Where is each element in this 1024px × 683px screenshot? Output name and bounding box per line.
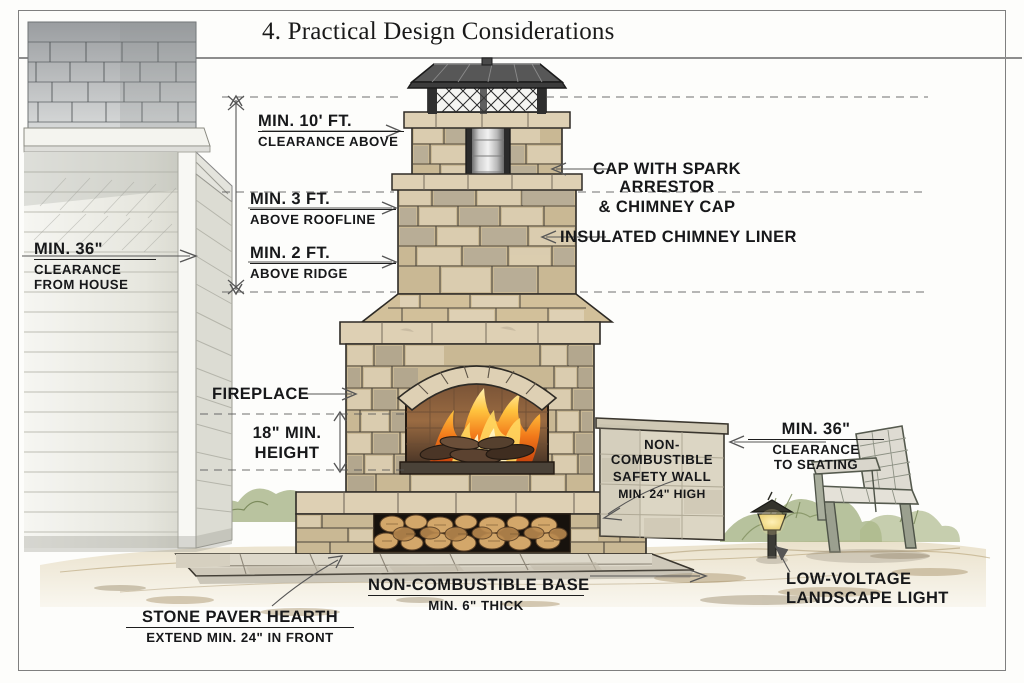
clearance-from-house-line2: Clearance [34, 262, 122, 278]
stone-paver-hearth-line2: extend Min. 24" in Front [146, 630, 334, 646]
non-combustible-base-line1: Non-Combustible Base [368, 576, 589, 597]
fire-logs [419, 436, 535, 464]
annotation-non-combustible-base: Non-Combustible Base Min. 6" thick [368, 576, 589, 614]
clearance-from-house-line1: Min. 36" [34, 240, 156, 261]
above-roofline-line2: Above Roofline [250, 212, 376, 228]
stacked-firewood [373, 514, 568, 552]
non-combustible-base-line2: Min. 6" thick [428, 598, 524, 614]
above-ridge-line2: Above Ridge [250, 266, 348, 282]
annotation-safety-wall: Non-Combustible Safety Wall Min. 24" hig… [602, 437, 722, 502]
safety-wall-line1: Non-Combustible [610, 437, 714, 467]
clearance-to-seating-line1: Min. 36" [748, 420, 884, 441]
safety-wall-line3: Min. 24" high [618, 487, 706, 502]
annotation-stone-paver-hearth: Stone Paver Hearth extend Min. 24" in Fr… [126, 608, 354, 646]
house [23, 21, 233, 552]
annotation-above-ridge: Min. 2 ft. Above Ridge [250, 244, 396, 282]
annotation-spark-arrestor: Cap with Spark Arrestor & Chimney Cap [562, 160, 772, 216]
landscape-light-line1: Low-Voltage [786, 570, 912, 588]
landscape-light-line2: Landscape Light [786, 589, 949, 608]
above-roofline-line1: Min. 3 ft. [250, 190, 396, 211]
annotation-fireplace: Fireplace [212, 385, 309, 403]
spark-arrestor-line1: Cap with Spark Arrestor [593, 160, 741, 197]
opening-height-line1: 18" Min. [252, 424, 322, 442]
opening-height-line2: Height [254, 444, 320, 463]
chimney-stack [391, 111, 583, 295]
page-title-block: 4. Practical Design Considerations [18, 18, 1022, 60]
annotation-opening-height: 18" Min. Height [232, 424, 342, 463]
clearance-above-line1: Min. 10' ft. [258, 112, 404, 133]
safety-wall-line2: Safety Wall [612, 468, 712, 484]
annotation-chimney-liner: Insulated Chimney Liner [560, 228, 797, 246]
dimension-lines [22, 94, 928, 607]
stone-paver-hearth [174, 553, 695, 584]
fireplace-label: Fireplace [212, 385, 310, 403]
safety-wall [595, 417, 729, 541]
annotation-landscape-light: Low-Voltage Landscape Light [786, 570, 949, 608]
above-ridge-line1: Min. 2 ft. [250, 244, 396, 265]
outdoor-chair [806, 425, 930, 563]
spark-arrestor-line2: & Chimney Cap [598, 197, 736, 216]
fireplace-body [295, 293, 647, 555]
clearance-to-seating-line2: Clearance [772, 442, 860, 458]
chimney-cap-with-spark-arrestor [406, 57, 568, 114]
clearance-from-house-line3: from House [34, 277, 129, 293]
clearance-to-seating-line3: to Seating [773, 457, 859, 473]
annotation-above-roofline: Min. 3 ft. Above Roofline [250, 190, 396, 228]
annotation-clearance-above: Min. 10' ft. Clearance Above [258, 112, 404, 150]
annotation-clearance-from-house: Min. 36" Clearance from House [34, 240, 156, 293]
stone-paver-hearth-line1: Stone Paver Hearth [126, 608, 354, 629]
clearance-above-line2: Clearance Above [258, 134, 399, 150]
landscape-light [749, 491, 795, 564]
title-underline [18, 57, 1022, 59]
page-title: 4. Practical Design Considerations [262, 18, 615, 45]
annotation-clearance-to-seating: Min. 36" Clearance to Seating [748, 420, 884, 473]
chimney-liner-line1: Insulated Chimney Liner [560, 228, 797, 246]
